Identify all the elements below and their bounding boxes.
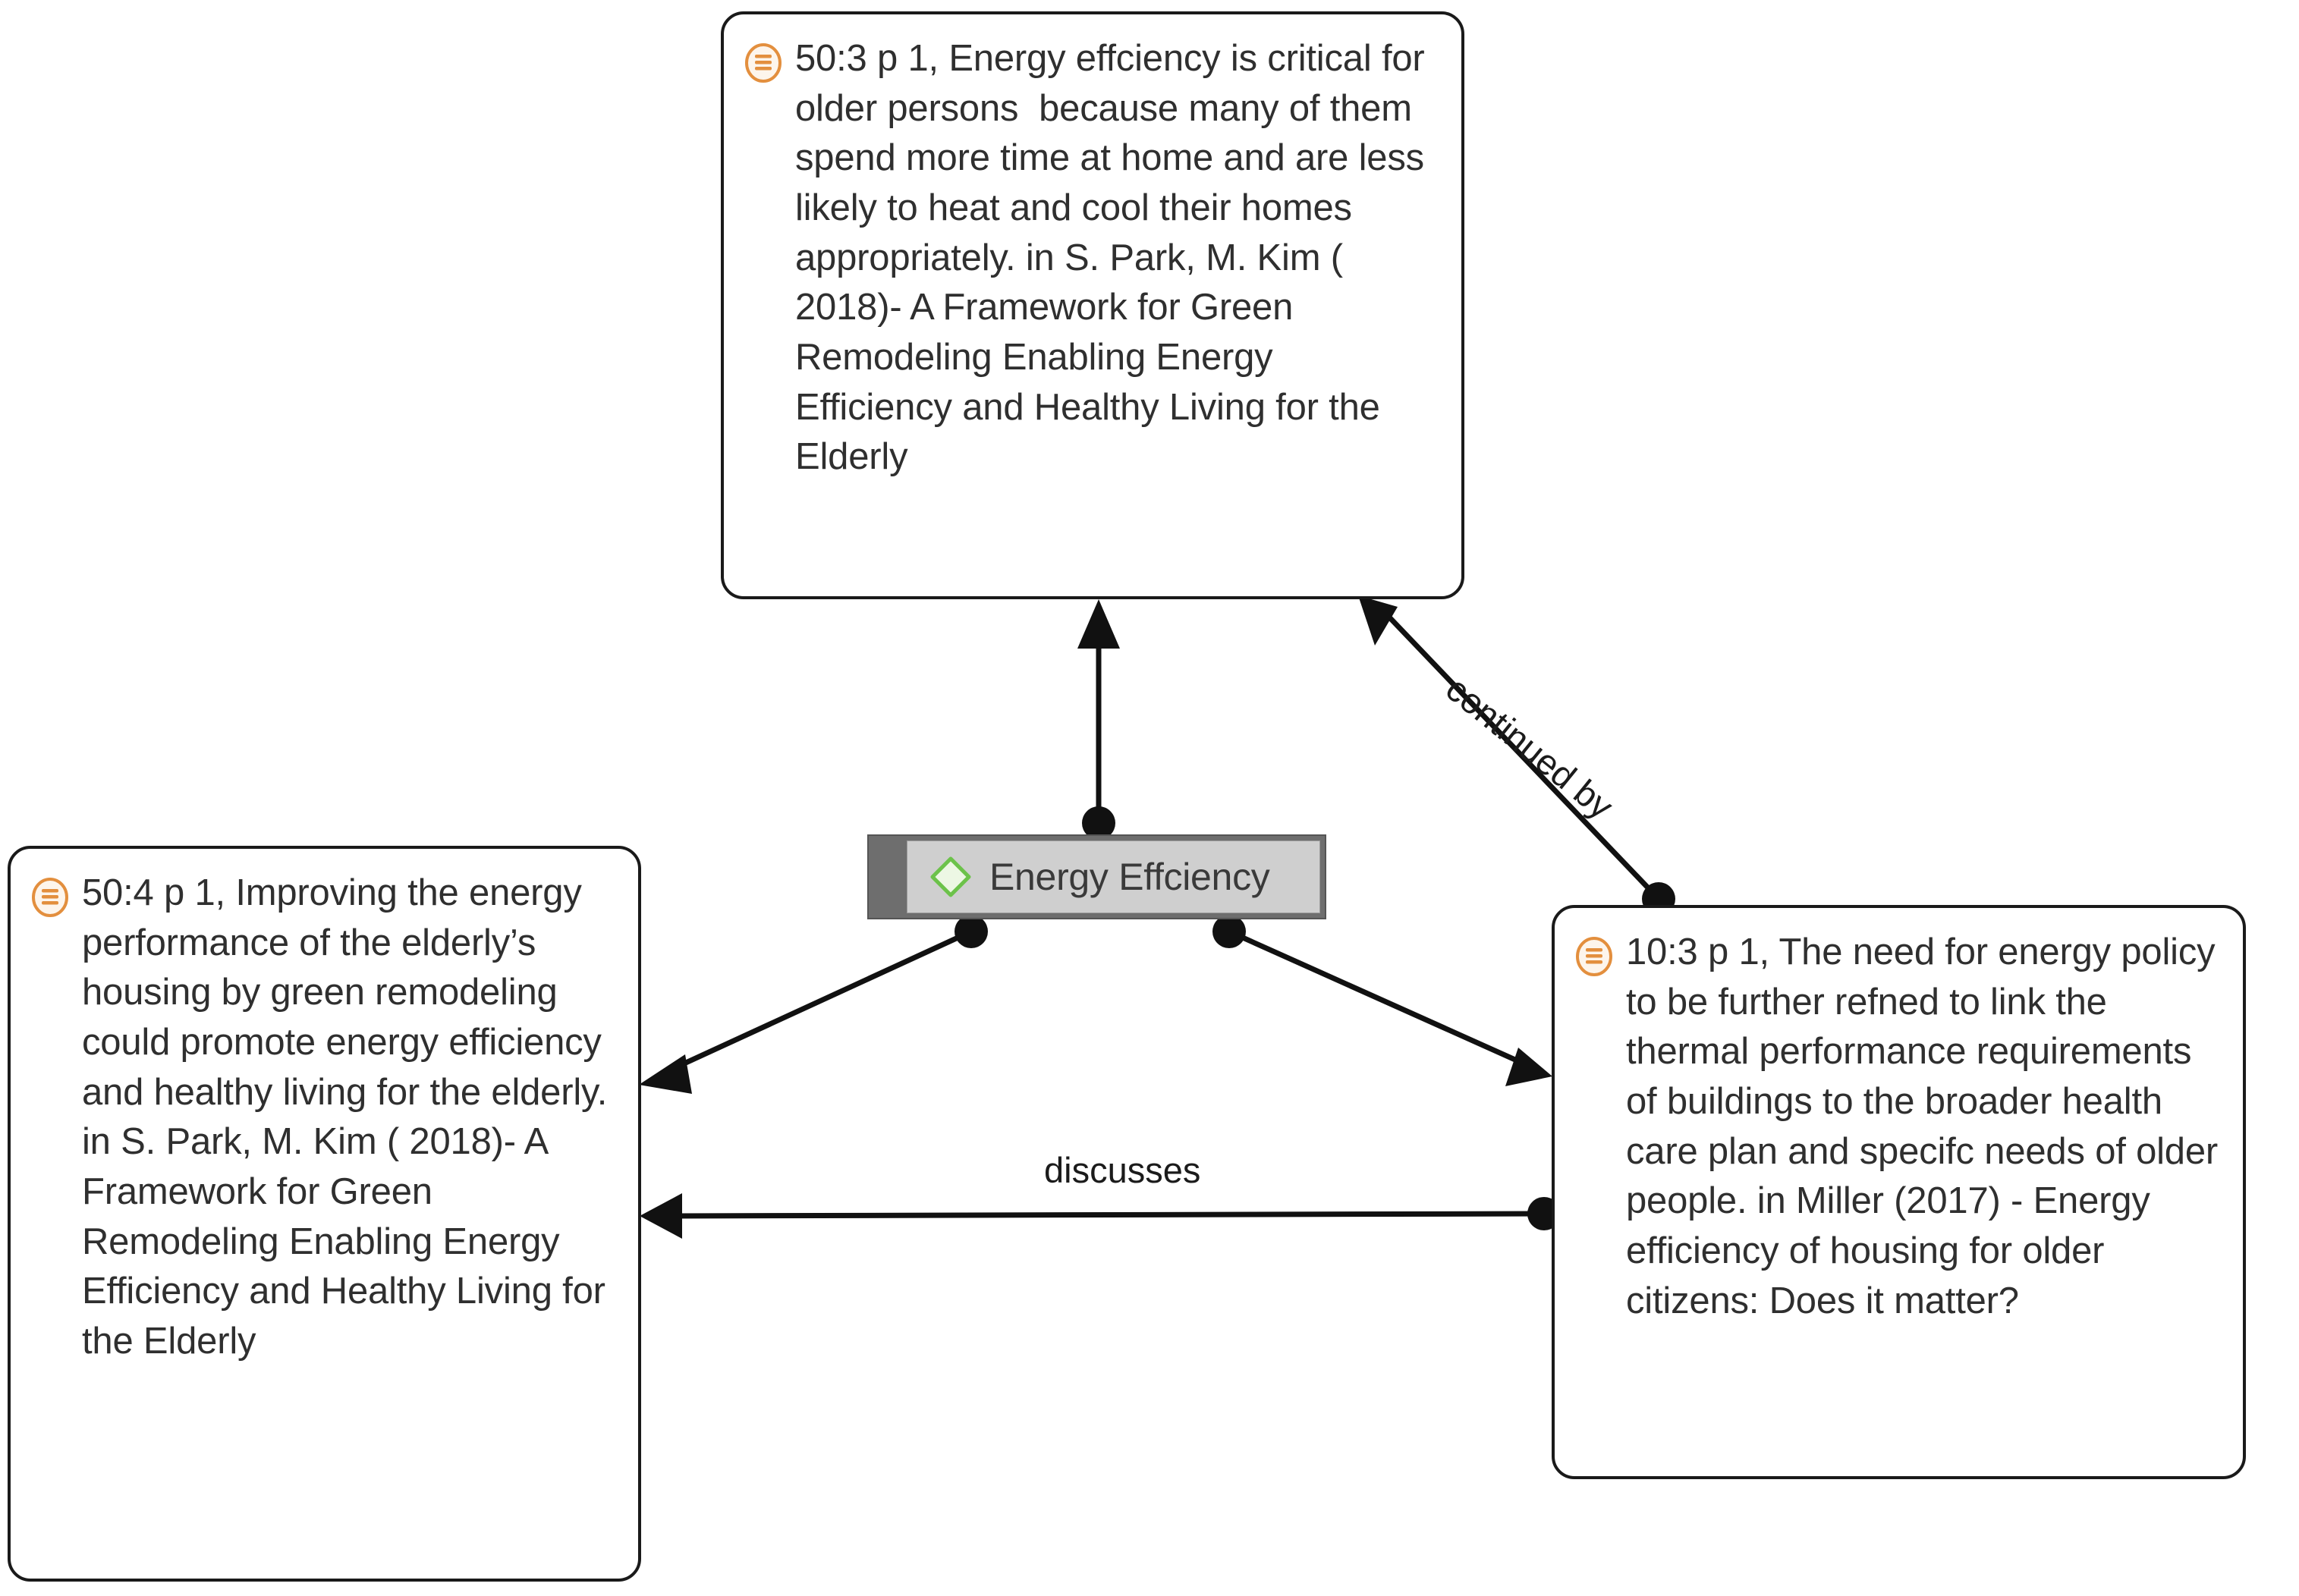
quotation-text: 10:3 p 1, The need for energy policy to … [1626,932,2238,1321]
quotation-node-50-4[interactable]: 50:4 p 1, Improving the energy performan… [8,846,641,1582]
edge-label-discusses: discusses [1044,1150,1201,1190]
quotation-node-50-3[interactable]: 50:3 p 1, Energy effciency is critical f… [721,11,1464,599]
quotation-document-icon [745,43,782,83]
green-diamond-icon [930,856,971,897]
quotation-text: 50:3 p 1, Energy effciency is critical f… [795,38,1435,478]
node-body: Energy Effciency [907,840,1320,913]
node-color-strip [869,836,907,918]
quotation-text: 50:4 p 1, Improving the energy performan… [82,872,618,1362]
edge-discusses[interactable] [640,1193,1561,1239]
quotation-node-10-3[interactable]: 10:3 p 1, The need for energy policy to … [1552,905,2246,1479]
edge-label-continued-by: continued by [1439,668,1621,827]
edge-code-to-quote-50-3[interactable] [1077,599,1120,840]
quotation-document-icon [1576,937,1612,976]
edge-code-to-quote-50-4[interactable] [639,915,988,1094]
code-node-label: Energy Effciency [989,856,1270,898]
edge-code-to-quote-10-3[interactable] [1212,915,1552,1086]
code-node-energy-efficiency[interactable]: Energy Effciency [867,834,1326,919]
quotation-document-icon [32,878,68,917]
